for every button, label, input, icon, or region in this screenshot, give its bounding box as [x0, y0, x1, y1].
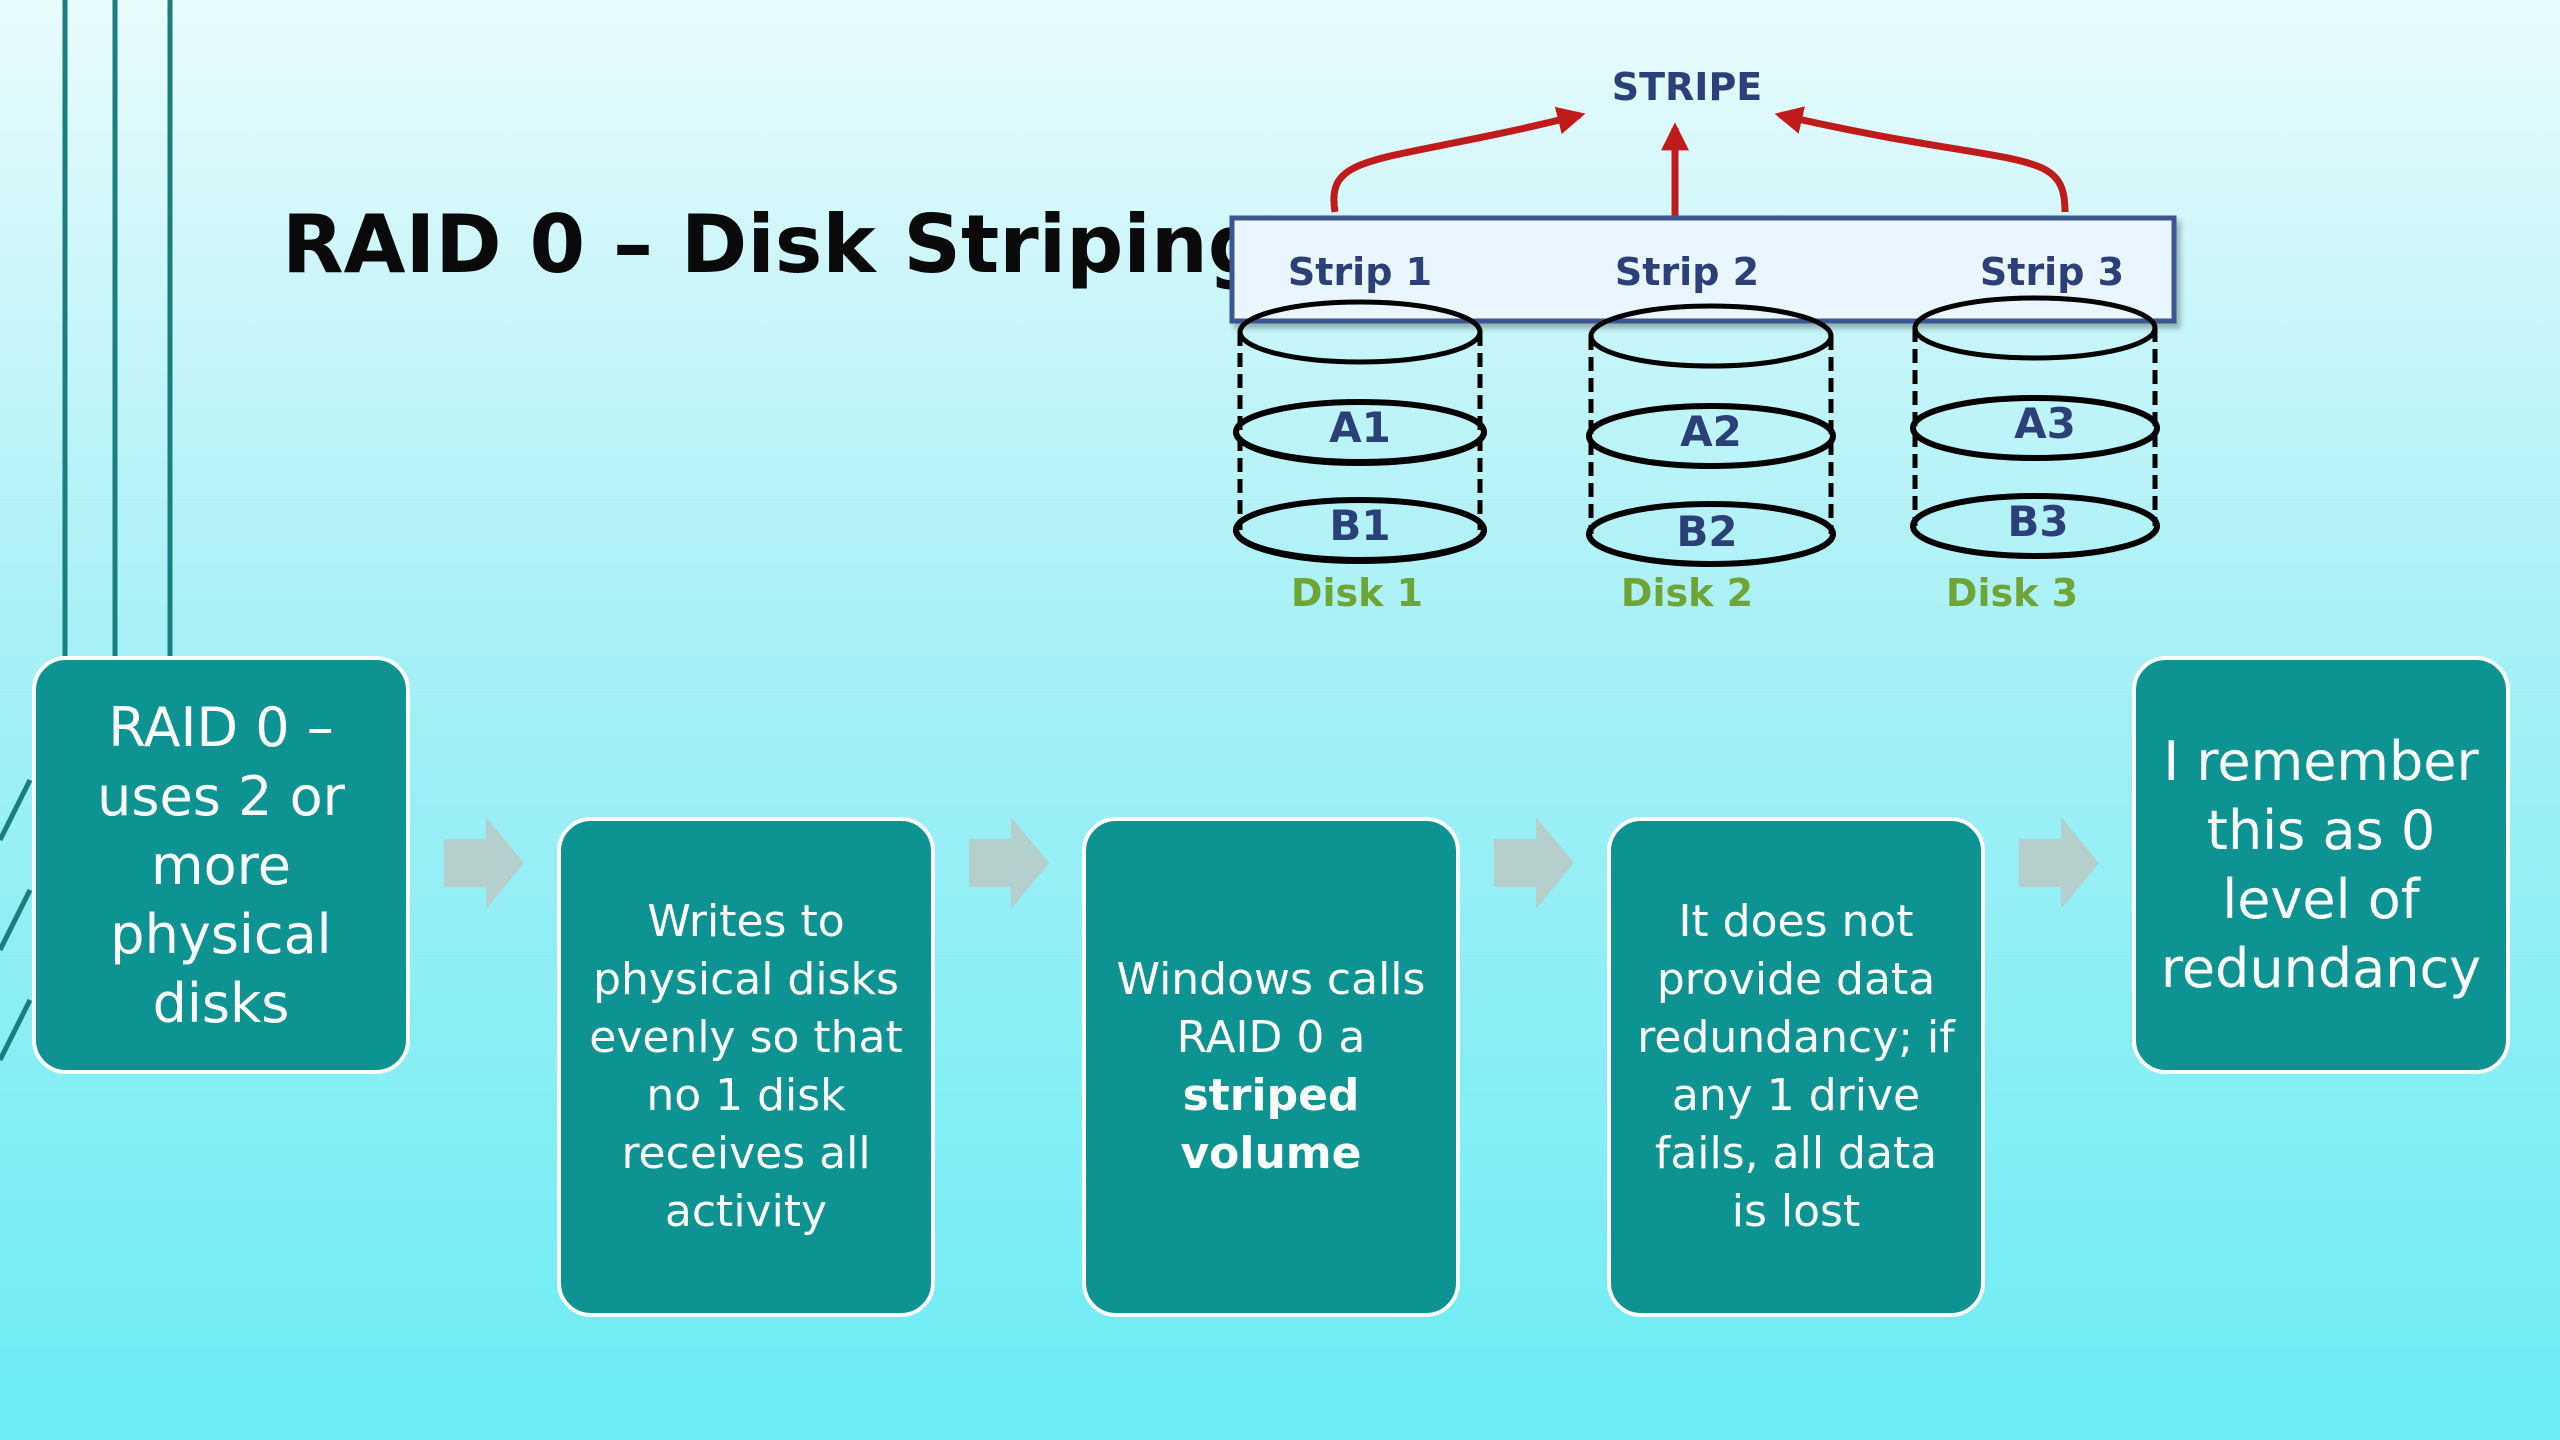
process-step-4-text: It does not provide data redundancy; if …	[1637, 896, 1955, 1237]
disk-2-label: Disk 2	[1621, 571, 1753, 615]
arrow-right	[1774, 106, 2069, 213]
disk-2: A2 B2 Disk 2	[1586, 303, 1836, 615]
disk-1: A1 B1 Disk 1	[1233, 299, 1487, 615]
disk-3-block-b: B3	[2007, 497, 2068, 546]
process-step-5: I remember this as 0 level of redundancy	[2132, 656, 2510, 1074]
disk-3: A3 B3 Disk 3	[1910, 295, 2160, 615]
disk-1-block-b: B1	[1329, 501, 1390, 550]
chevron-arrow-icon	[969, 817, 1049, 909]
strip-3: Strip 3	[1980, 250, 2124, 294]
process-step-3: Windows calls RAID 0 a striped volume	[1082, 817, 1460, 1317]
chevron-arrow-icon	[2019, 817, 2099, 909]
chevron-arrow-icon	[444, 817, 524, 909]
process-step-3-emphasis: striped volume	[1180, 1070, 1362, 1179]
stripe-label: STRIPE	[1612, 65, 1763, 109]
process-step-1: RAID 0 – uses 2 or more physical disks	[32, 656, 410, 1074]
disk-1-block-a: A1	[1329, 403, 1391, 452]
process-step-5-text: I remember this as 0 level of redundancy	[2160, 730, 2482, 1000]
disk-2-block-a: A2	[1680, 407, 1742, 456]
slide-title: RAID 0 – Disk Striping	[282, 198, 1266, 291]
strip-2: Strip 2	[1615, 250, 1759, 294]
arrow-left	[1330, 106, 1586, 213]
process-step-2: Writes to physical disks evenly so that …	[557, 817, 935, 1317]
process-step-2-text: Writes to physical disks evenly so that …	[589, 896, 903, 1237]
process-step-4: It does not provide data redundancy; if …	[1607, 817, 1985, 1317]
process-step-1-text: RAID 0 – uses 2 or more physical disks	[97, 695, 345, 1035]
disk-2-block-b: B2	[1676, 507, 1737, 556]
strip-1: Strip 1	[1288, 250, 1432, 294]
disk-3-block-a: A3	[2014, 399, 2076, 448]
decorative-lines	[0, 0, 173, 1062]
process-step-3-text: Windows calls RAID 0 a	[1116, 954, 1426, 1063]
disk-1-label: Disk 1	[1291, 571, 1423, 615]
chevron-arrow-icon	[1494, 817, 1574, 909]
disk-3-label: Disk 3	[1946, 571, 2078, 615]
raid0-diagram: STRIPE Strip 1 Strip 2 Strip 3 A1 B1 Dis…	[1229, 65, 2177, 615]
